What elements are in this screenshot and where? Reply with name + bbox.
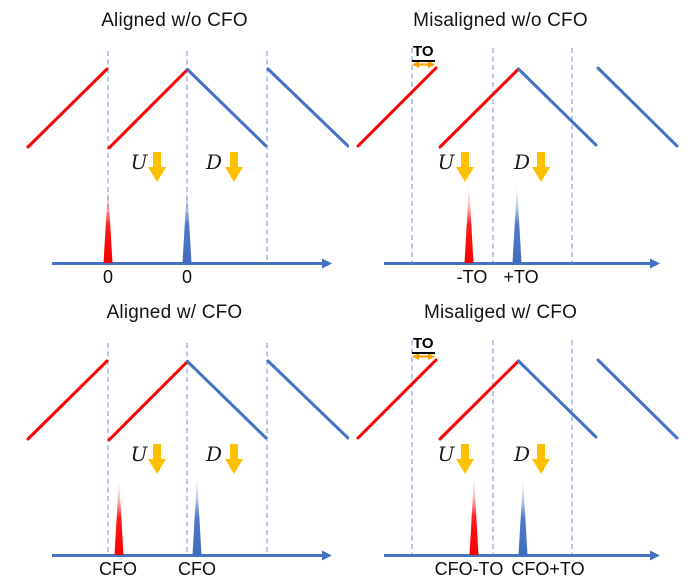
uplink-peak-spike <box>469 476 479 555</box>
panel-title: Misaliged w/ CFO <box>423 302 578 323</box>
uplink-down-arrow-icon <box>148 152 166 182</box>
axis-arrowhead-icon <box>650 550 660 561</box>
panel-misaliged-with-cfo: Misaliged w/ CFO TO U D CFO-TO CFO+TO <box>348 292 697 583</box>
uplink-chirp-line <box>438 67 520 149</box>
downlink-peak-label: 0 <box>181 267 193 287</box>
panel-graphic <box>356 48 679 269</box>
downlink-peak-label: CFO+TO <box>511 559 585 579</box>
panel-title: Aligned w/ CFO <box>106 302 243 323</box>
to-offset-arrow-icon <box>412 61 435 68</box>
downlink-peak-label: +TO <box>503 267 539 287</box>
downlink-chirp-line <box>186 68 268 148</box>
panel-title: Aligned w/o CFO <box>101 10 248 31</box>
uplink-chirp-line <box>438 359 520 441</box>
downlink-chirp-line <box>517 67 598 147</box>
axis-arrowhead-icon <box>322 550 332 561</box>
chirp-boundary-gridlines <box>107 51 268 263</box>
frequency-axis <box>52 258 332 269</box>
uplink-chirp-line <box>26 359 109 441</box>
uplink-chirp-line <box>356 66 438 148</box>
downlink-peak-spike <box>182 186 192 263</box>
chirp-boundary-gridlines <box>107 343 268 555</box>
uplink-script-symbol: U <box>130 150 148 174</box>
to-offset-label: TO <box>412 335 435 354</box>
uplink-peak-spike <box>103 186 113 263</box>
uplink-down-arrow-icon <box>456 444 474 474</box>
uplink-chirp-line <box>356 358 438 440</box>
downlink-chirp-line <box>266 359 349 440</box>
downlink-down-arrow-icon <box>225 152 243 182</box>
panel-graphic <box>26 343 349 561</box>
uplink-down-arrow-icon <box>456 152 474 182</box>
downlink-peak-label: CFO <box>178 559 216 579</box>
uplink-peak-label: CFO-TO <box>434 559 504 579</box>
panel-title: Misaligned w/o CFO <box>413 10 588 31</box>
frequency-axis <box>384 550 660 561</box>
uplink-script-symbol: U <box>437 442 455 466</box>
panel-aligned-without-cfo: Aligned w/o CFO U D 0 0 <box>0 0 349 292</box>
frequency-axis <box>52 550 332 561</box>
downlink-peak-spike <box>512 184 522 263</box>
uplink-chirp-line <box>107 68 189 150</box>
axis-arrowhead-icon <box>322 258 332 269</box>
downlink-script-symbol: D <box>513 150 531 174</box>
downlink-script-symbol: D <box>205 442 223 466</box>
chirp-boundary-gridlines <box>411 340 573 555</box>
downlink-script-symbol: D <box>513 442 531 466</box>
downlink-peak-spike <box>192 476 202 555</box>
uplink-script-symbol: U <box>437 150 455 174</box>
uplink-peak-label: 0 <box>102 267 114 287</box>
to-offset-label: TO <box>412 43 435 62</box>
uplink-peak-spike <box>464 184 474 263</box>
frequency-axis <box>384 258 660 269</box>
uplink-peak-label: -TO <box>456 267 488 287</box>
uplink-chirp-line <box>26 67 109 149</box>
uplink-script-symbol: U <box>130 442 148 466</box>
downlink-down-arrow-icon <box>225 444 243 474</box>
panel-misaligned-without-cfo: Misaligned w/o CFO TO U D -TO +TO <box>348 0 697 292</box>
uplink-peak-spike <box>114 478 124 555</box>
downlink-chirp-line <box>186 360 268 440</box>
uplink-peak-label: CFO <box>99 559 137 579</box>
panel-aligned-with-cfo: Aligned w/ CFO U D CFO CFO <box>0 292 349 583</box>
downlink-chirp-line <box>266 67 349 148</box>
to-offset-arrow-icon <box>412 353 435 360</box>
uplink-down-arrow-icon <box>148 444 166 474</box>
chirp-boundary-gridlines <box>411 48 573 263</box>
downlink-down-arrow-icon <box>532 444 550 474</box>
downlink-peak-spike <box>518 478 528 555</box>
uplink-chirp-line <box>107 360 189 442</box>
panel-graphic <box>356 340 679 561</box>
axis-arrowhead-icon <box>650 258 660 269</box>
panel-graphic <box>26 51 349 269</box>
downlink-chirp-line <box>596 358 679 440</box>
downlink-chirp-line <box>517 359 598 439</box>
downlink-chirp-line <box>596 66 679 148</box>
downlink-down-arrow-icon <box>532 152 550 182</box>
downlink-script-symbol: D <box>205 150 223 174</box>
